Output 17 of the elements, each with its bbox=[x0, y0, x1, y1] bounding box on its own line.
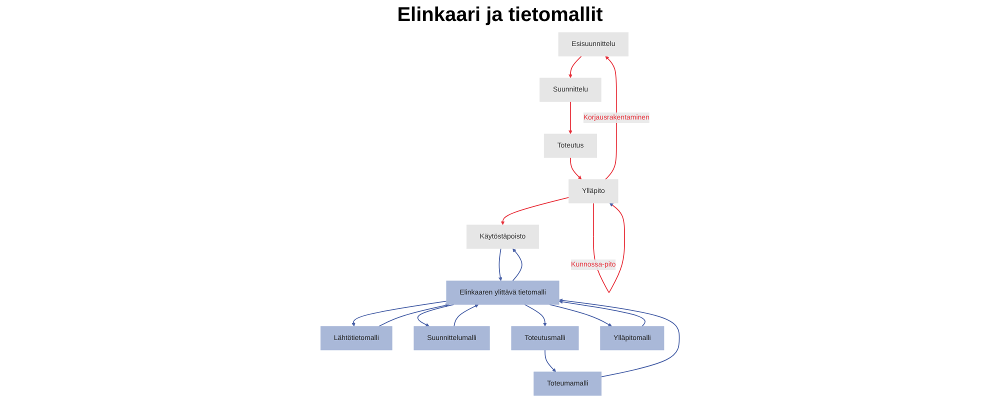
arrow bbox=[454, 304, 479, 327]
arrow bbox=[558, 298, 680, 378]
arrow bbox=[352, 300, 447, 327]
arrow bbox=[512, 248, 522, 282]
arrow bbox=[498, 248, 502, 282]
arrow bbox=[524, 304, 547, 327]
arrow bbox=[558, 300, 646, 327]
arrow bbox=[500, 196, 570, 226]
arrow bbox=[378, 303, 450, 327]
arrow bbox=[570, 157, 582, 180]
arrow bbox=[549, 304, 612, 327]
arrow bbox=[568, 101, 572, 134]
arrow bbox=[568, 56, 582, 78]
arrow bbox=[417, 304, 454, 327]
diagram-title: Elinkaari ja tietomallit bbox=[396, 4, 604, 27]
arrow bbox=[544, 350, 556, 372]
arrow bbox=[604, 56, 617, 180]
